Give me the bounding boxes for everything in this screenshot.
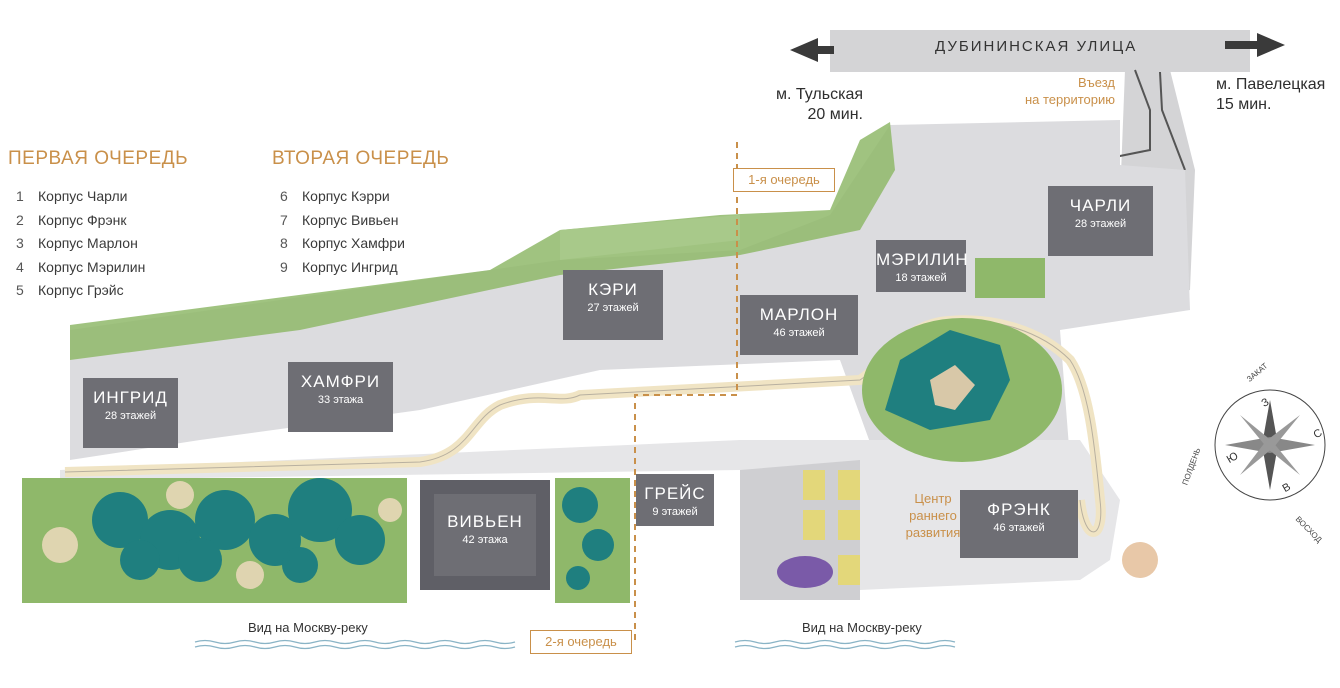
kindergarten-label: Центр раннего развития	[905, 491, 961, 540]
river-lines-right	[734, 639, 956, 650]
metro-tulskaya: м. Тульская 20 мин.	[776, 86, 863, 123]
legend-phase2-title: ВТОРАЯ ОЧЕРЕДЬ	[272, 148, 450, 169]
building-frenk[interactable]: ФРЭНК 46 этажей	[960, 490, 1078, 558]
metro-paveletskaya: м. Павелецкая 15 мин.	[1216, 76, 1326, 113]
street-arrow-left	[790, 38, 818, 62]
building-keri[interactable]: КЭРИ 27 этажей	[563, 270, 663, 340]
phase-divider-line	[634, 142, 738, 640]
phase2-tag: 2-я очередь	[530, 630, 632, 654]
compass-rose	[1214, 389, 1326, 501]
entry-arrow	[1109, 69, 1151, 159]
river-lines-left	[194, 639, 516, 650]
building-vivien[interactable]: ВИВЬЕН 42 этажа	[420, 480, 550, 590]
legend-phase1-title: ПЕРВАЯ ОЧЕРЕДЬ	[8, 148, 189, 169]
building-marlon[interactable]: МАРЛОН 46 этажей	[740, 295, 858, 355]
building-hamfri[interactable]: ХАМФРИ 33 этажа	[288, 362, 393, 432]
pond-west	[92, 478, 385, 583]
building-marilin[interactable]: МЭРИЛИН 18 этажей	[876, 240, 968, 292]
building-charli[interactable]: ЧАРЛИ 28 этажей	[1048, 186, 1153, 256]
street-road	[830, 30, 1250, 72]
building-ingrid[interactable]: ИНГРИД 28 этажей	[83, 378, 178, 448]
green-strip-north	[70, 122, 895, 360]
playground	[777, 556, 833, 588]
building-greys[interactable]: ГРЕЙС 9 этажей	[636, 474, 714, 526]
river-view-label-right: Вид на Москву-реку	[802, 620, 922, 635]
courtyard-charli	[975, 258, 1045, 298]
entry-label: Въезд на территорию	[1024, 75, 1115, 107]
phase1-tag: 1-я очередь	[733, 168, 835, 192]
street-arrow-right	[1257, 33, 1285, 57]
river-view-label-left: Вид на Москву-реку	[248, 620, 368, 635]
street-name: ДУБИНИНСКАЯ УЛИЦА	[935, 38, 1138, 55]
